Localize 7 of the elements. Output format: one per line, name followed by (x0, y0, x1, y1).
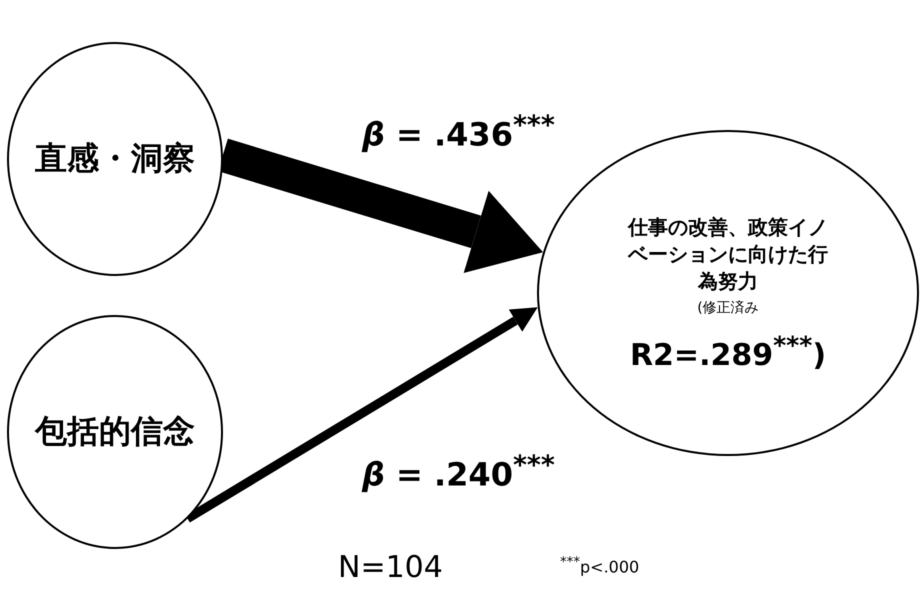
node-label: 包括的信念 (35, 411, 195, 452)
node-label: 仕事の改善、政策イノベーションに向けた行為努力 (626, 214, 829, 294)
node-label: 直感・洞察 (35, 138, 195, 179)
node-label: (修正済み (697, 298, 759, 316)
note-text: N=104 (338, 550, 443, 585)
note-text: $^{***}$p<.000 (560, 555, 640, 576)
node-label: R2=.289$^{***}$) (630, 330, 826, 372)
